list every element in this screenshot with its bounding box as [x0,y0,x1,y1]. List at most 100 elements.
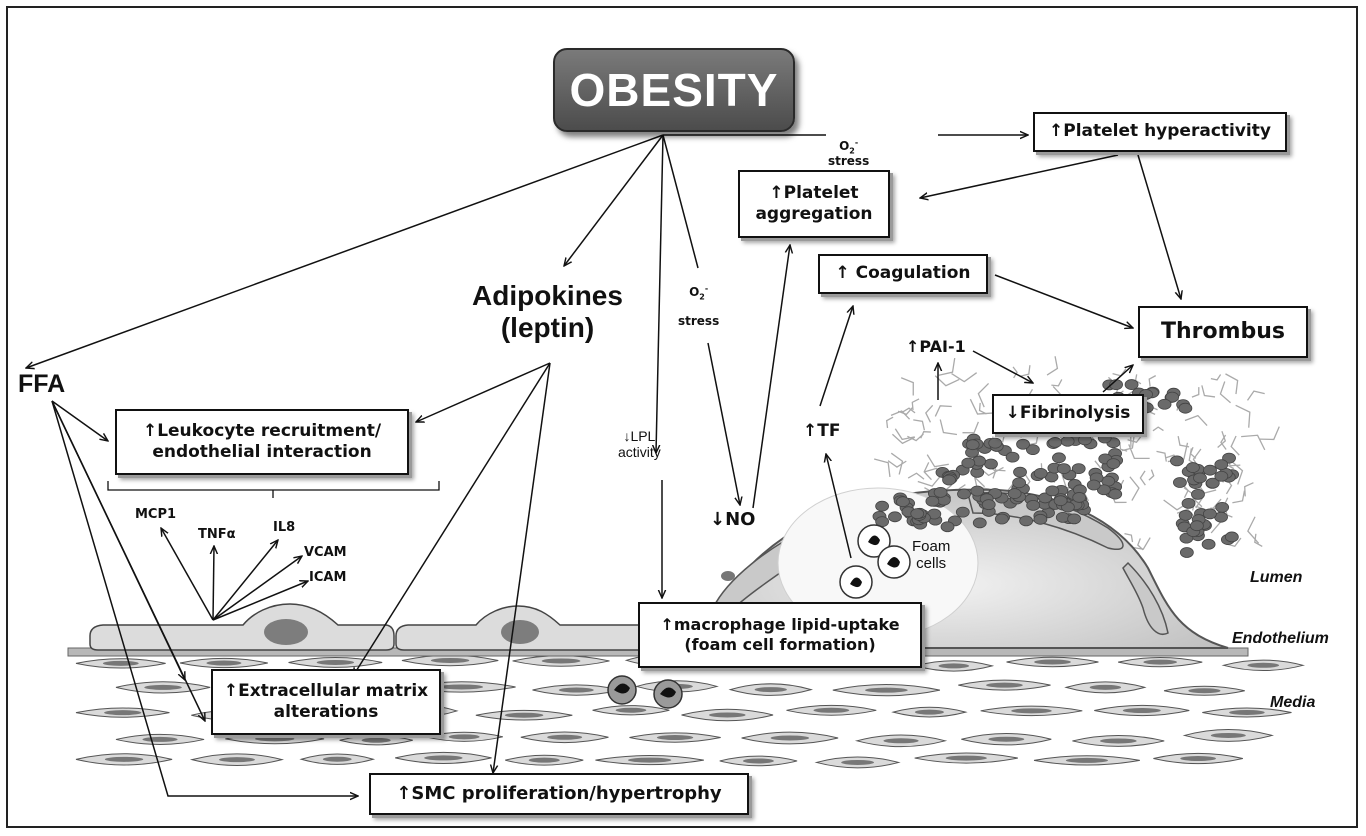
arrow-obesity-to-ffa [26,134,664,368]
smooth-muscle-cell [786,704,877,716]
foam-cell [877,545,911,579]
lumen-label: Lumen [1250,569,1303,586]
platelet [1053,495,1068,507]
smooth-muscle-cell [728,683,813,696]
endothelial-cell [89,603,395,651]
marker-il8: IL8 [273,520,296,535]
arrow-obesity-to-stress-middle [662,134,699,269]
arrow-obesity-to-adipokines [564,134,664,266]
marker-tnfa: TNFα [198,527,236,542]
smooth-muscle-cell [854,734,948,748]
fibrin-strand [1148,469,1155,481]
monocyte [653,679,683,709]
smooth-muscle-cell [814,756,901,769]
endothelium-label: Endothelium [1232,630,1329,647]
fibrin-strand [1235,404,1251,428]
smooth-muscle-cell [629,732,721,743]
platelet [1071,463,1086,475]
fibrin-strand [885,416,894,429]
plaque-cap-cell [1122,561,1169,635]
fibrin-strand [1259,426,1280,441]
arrow-adipokines-to-ecm [353,362,551,676]
fibrin-strand [934,405,952,417]
fibrin-strand [920,431,931,439]
platelet [1052,452,1066,464]
platelet [1007,488,1022,499]
platelet [1013,466,1027,478]
fibrin-strand [1201,385,1216,398]
platelet [1179,547,1194,558]
platelet [1157,398,1172,410]
arrow-adipokines-to-smc [493,362,551,773]
smooth-muscle-cell [1221,659,1306,672]
fibrin-strand [1219,381,1231,404]
platelet [910,508,925,520]
smooth-muscle-cell [299,753,376,765]
arrow-to-icam [212,581,308,621]
platelet [1178,509,1193,521]
fibrin-strand [1225,373,1239,395]
arrow-coagulation-to-thrombus [994,274,1133,328]
fibrin-strand [925,404,934,423]
media-layer [68,648,1306,769]
fibrin-strand [890,452,904,475]
platelet [1203,508,1217,520]
fibrin-strand [1210,374,1222,381]
fibrin-strand [1244,482,1254,497]
fibrin-strand [1020,365,1031,377]
smooth-muscle-cell [832,684,941,697]
leukocyte-bracket [107,481,440,498]
fibrin-strand [900,377,914,396]
diagram-frame: OBESITY O2- stress O2- stress FFA Adipok… [6,6,1358,828]
smooth-muscle-cell [520,731,609,744]
monocyte [607,675,637,705]
smooth-muscle-cell [961,733,1052,746]
smooth-muscle-cell [1033,755,1140,766]
fibrin-strand [874,458,891,478]
smooth-muscle-cell [179,657,268,669]
platelet [1033,467,1048,479]
fibrin-strand [1156,450,1167,462]
smooth-muscle-cell [891,706,968,718]
diagram-scene [8,8,1306,828]
platelet [970,485,985,497]
platelet [1045,485,1060,497]
fibrin-strand [1012,366,1018,379]
smooth-muscle-cell [288,657,383,668]
platelet [988,437,1003,449]
fibrin-strand [887,460,907,468]
smc-cells [75,653,1306,769]
fibrin-strand [923,462,932,481]
arrow-ffa-to-media [51,400,205,721]
smooth-muscle-cell [1094,704,1190,717]
smooth-muscle-cell [1163,685,1245,696]
endothelial-cell-nucleus [264,619,308,645]
arrow-to-il8 [212,540,278,621]
arrow-obesity-to-lpl [656,134,664,453]
platelet [1186,462,1200,473]
fibrin-strand [901,407,916,414]
smooth-muscle-cell [339,735,413,746]
arrow-stress-to-no [707,342,740,505]
platelet [961,457,976,469]
obesity-title: OBESITY [553,48,795,132]
media-label: Media [1270,694,1316,711]
smooth-muscle-cell [595,755,704,766]
smooth-muscle-cell [505,754,584,766]
arrow-to-vcam [212,556,302,621]
platelet [1181,497,1196,509]
platelet [1012,477,1027,489]
fibrin-strand [962,421,979,434]
fibrin-strand [938,357,956,376]
platelet [1096,484,1111,496]
fibrin-strand [951,372,978,383]
platelet [1191,488,1205,500]
fibrin-strand [913,419,926,431]
fibrin-strand [1241,434,1266,451]
smooth-muscle-cell [1182,728,1275,742]
platelet [1097,432,1112,444]
box-coagulation: ↑ Coagulation [818,254,988,294]
platelet [1201,538,1216,550]
smooth-muscle-cell [958,679,1051,691]
platelet [942,474,956,486]
